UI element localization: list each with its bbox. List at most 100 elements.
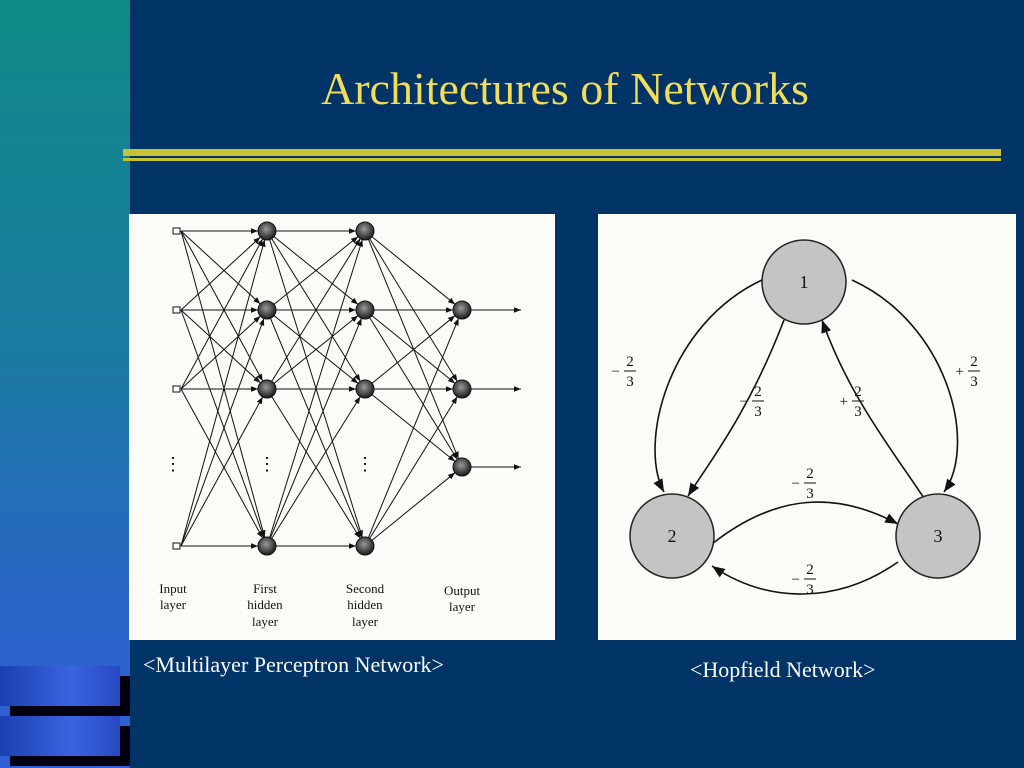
mlp-diagram-panel: ⋮ ⋮ ⋮ Input layer First hidden layer Sec… xyxy=(129,214,555,640)
mlp-edge xyxy=(364,230,460,459)
mlp-input-node xyxy=(172,306,181,314)
weight-outer-right: + 2 3 xyxy=(956,354,980,390)
hidden1-label-1: First xyxy=(253,581,277,596)
mlp-edge xyxy=(266,236,359,311)
mlp-edge xyxy=(364,472,456,547)
hidden1-ellipsis: ⋮ xyxy=(258,454,276,474)
mlp-edge xyxy=(266,239,363,547)
decor-bar xyxy=(0,666,120,706)
svg-text:−: − xyxy=(792,476,800,492)
svg-text:−: − xyxy=(612,364,620,380)
slide-title: Architectures of Networks xyxy=(321,63,809,114)
mlp-edge xyxy=(180,238,264,390)
title-rule xyxy=(123,149,1001,156)
mlp-hidden1-node xyxy=(257,300,277,320)
edge-3-to-1-inner xyxy=(821,319,929,505)
mlp-input-node xyxy=(172,542,181,550)
svg-text:3: 3 xyxy=(854,404,862,420)
mlp-edge xyxy=(266,309,359,384)
input-ellipsis: ⋮ xyxy=(164,454,182,474)
mlp-hidden2-node xyxy=(355,221,375,241)
hopfield-node-3-label: 3 xyxy=(934,526,943,546)
edge-3-to-1 xyxy=(851,279,959,493)
mlp-input-node xyxy=(172,385,181,393)
weight-inner-bottom: − 2 3 xyxy=(792,466,816,502)
input-layer-label-2: layer xyxy=(160,597,187,612)
mlp-edge xyxy=(364,315,456,390)
mlp-hidden1-node xyxy=(257,536,277,556)
mlp-caption: <Multilayer Perceptron Network> xyxy=(143,652,444,677)
hopfield-node-2 xyxy=(629,493,715,579)
output-label-2: layer xyxy=(449,599,476,614)
mlp-edge xyxy=(266,230,363,538)
mlp-edge xyxy=(180,309,261,384)
mlp-edge xyxy=(180,309,265,538)
hidden1-label-3: layer xyxy=(252,614,279,629)
mlp-edge xyxy=(180,388,264,539)
edge-2-to-3 xyxy=(711,501,899,545)
svg-text:+: + xyxy=(840,394,848,410)
hidden1-label-2: hidden xyxy=(247,597,283,612)
mlp-edge xyxy=(266,238,361,390)
hidden2-label-2: hidden xyxy=(347,597,383,612)
mlp-edge xyxy=(266,230,359,305)
mlp-edge xyxy=(180,318,265,547)
mlp-edge xyxy=(180,236,261,311)
svg-text:2: 2 xyxy=(806,466,814,482)
hopfield-diagram-panel: 1 2 3 − 2 3 + 2 3 − 2 3 + 2 3 − xyxy=(598,214,1016,640)
mlp-edge xyxy=(266,318,363,547)
mlp-edge xyxy=(364,309,456,384)
hidden2-ellipsis: ⋮ xyxy=(356,454,374,474)
mlp-edge xyxy=(266,230,361,382)
mlp-edge xyxy=(364,318,460,547)
svg-text:3: 3 xyxy=(806,486,814,502)
svg-text:2: 2 xyxy=(970,354,978,370)
mlp-edge xyxy=(180,230,264,382)
svg-text:3: 3 xyxy=(754,404,762,420)
mlp-output-node xyxy=(452,379,472,399)
edge-1-to-2-inner xyxy=(687,319,785,497)
mlp-edge xyxy=(364,309,458,460)
mlp-edge xyxy=(266,388,361,539)
mlp-output-node xyxy=(452,300,472,320)
edge-1-to-2 xyxy=(653,279,763,493)
mlp-edge xyxy=(180,239,266,547)
hopfield-node-3 xyxy=(895,493,981,579)
title-rule-thin xyxy=(123,158,1001,161)
weight-outer-left: − 2 3 xyxy=(612,354,636,390)
weight-outer-bottom: − 2 3 xyxy=(792,562,816,598)
mlp-input-node xyxy=(172,227,181,235)
mlp-edge xyxy=(364,230,458,382)
hopfield-diagram: 1 2 3 − 2 3 + 2 3 − 2 3 + 2 3 − xyxy=(612,239,981,598)
input-layer-label-1: Input xyxy=(159,581,187,596)
hopfield-node-1 xyxy=(761,239,847,325)
mlp-edge xyxy=(180,230,266,538)
svg-text:2: 2 xyxy=(854,384,862,400)
svg-text:3: 3 xyxy=(806,582,814,598)
mlp-hidden2-node xyxy=(355,300,375,320)
hidden2-label-3: layer xyxy=(352,614,379,629)
weight-inner-left: − 2 3 xyxy=(740,384,764,420)
mlp-edge xyxy=(180,315,261,390)
mlp-hidden2-node xyxy=(355,536,375,556)
svg-text:2: 2 xyxy=(626,354,634,370)
svg-text:−: − xyxy=(792,572,800,588)
mlp-edge xyxy=(364,230,456,305)
mlp-hidden1-node xyxy=(257,221,277,241)
mlp-diagram: ⋮ ⋮ ⋮ Input layer First hidden layer Sec… xyxy=(159,221,521,629)
svg-text:3: 3 xyxy=(626,374,634,390)
hopfield-node-2-label: 2 xyxy=(668,526,677,546)
svg-text:2: 2 xyxy=(754,384,762,400)
mlp-edge xyxy=(266,396,361,547)
left-gradient-band xyxy=(0,0,130,768)
decor-bar xyxy=(0,716,120,756)
svg-text:+: + xyxy=(956,364,964,380)
edge-3-to-2 xyxy=(711,561,899,595)
mlp-edge xyxy=(266,315,359,390)
hopfield-caption: <Hopfield Network> xyxy=(690,657,876,682)
mlp-hidden1-node xyxy=(257,379,277,399)
mlp-hidden2-node xyxy=(355,379,375,399)
hopfield-node-1-label: 1 xyxy=(800,272,809,292)
svg-text:−: − xyxy=(740,394,748,410)
mlp-edge xyxy=(364,396,458,547)
